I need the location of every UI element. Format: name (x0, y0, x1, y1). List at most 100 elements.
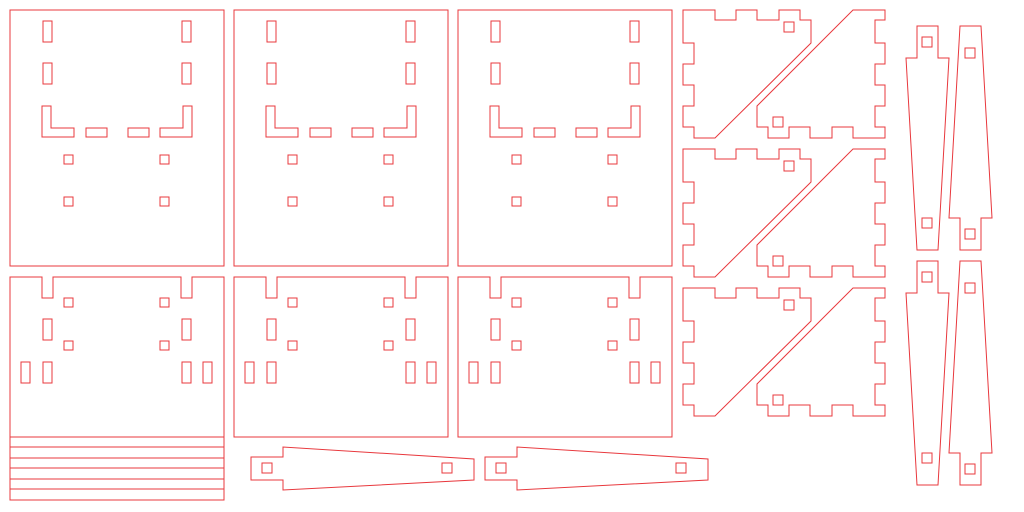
cut-hole (351, 127, 374, 138)
cut-outline (607, 105, 641, 138)
cut-outline (756, 287, 886, 417)
cut-hole (511, 340, 522, 351)
cut-hole (287, 297, 298, 308)
cut-hole (383, 154, 394, 165)
cut-hole (42, 318, 53, 341)
cut-hole (42, 361, 53, 384)
cut-outline (756, 148, 886, 278)
tapered-arm-vertical-3 (905, 260, 950, 486)
l-slot-right (159, 105, 193, 138)
cut-hole (63, 297, 74, 308)
cut-hole (629, 20, 640, 43)
cut-outline (383, 105, 417, 138)
cut-hole (383, 340, 394, 351)
cut-hole (607, 297, 618, 308)
triangle-pair-2 (682, 148, 886, 278)
cut-hole (675, 462, 687, 474)
divider-panel-1 (9, 276, 225, 501)
cut-hole (921, 36, 933, 48)
cut-hole (244, 361, 255, 384)
tapered-arm-vertical-1 (905, 25, 950, 251)
cut-hole (490, 62, 501, 85)
cut-outline (905, 260, 950, 486)
cut-hole (607, 196, 618, 207)
divider-panel-2 (233, 276, 449, 438)
cut-hole (287, 154, 298, 165)
triangle-pair-3 (682, 287, 886, 417)
triangle-pair-1 (682, 9, 886, 139)
cut-hole (629, 318, 640, 341)
cut-hole (261, 462, 273, 474)
cut-hole (607, 340, 618, 351)
cut-outline (233, 276, 449, 438)
cut-hole (607, 154, 618, 165)
slot-upper-left (42, 20, 53, 43)
cut-hole (405, 318, 416, 341)
l-slot-left (41, 105, 75, 138)
cut-hole (383, 297, 394, 308)
tapered-arm-vertical-2 (948, 25, 993, 251)
side-panel-2 (233, 9, 449, 267)
cut-hole (468, 361, 479, 384)
divider-panel-3 (457, 276, 673, 438)
cut-hole (772, 116, 784, 128)
cut-hole (426, 361, 437, 384)
side-panel-1 (9, 9, 225, 267)
square-hole (63, 154, 74, 165)
cut-hole (405, 62, 416, 85)
cut-outline (682, 148, 812, 278)
cut-outline (682, 9, 812, 139)
cut-hole (629, 361, 640, 384)
cut-hole (772, 255, 784, 267)
cut-outline (250, 446, 475, 491)
square-hole (63, 196, 74, 207)
cut-hole (511, 154, 522, 165)
cut-hole (159, 297, 170, 308)
cut-outline (9, 276, 225, 501)
cut-outline (756, 9, 886, 139)
cut-hole (490, 361, 501, 384)
cut-hole (921, 271, 933, 283)
cut-hole (266, 20, 277, 43)
cut-outline (484, 446, 709, 491)
cut-outline (948, 25, 993, 251)
cut-outline (948, 260, 993, 486)
cut-outline (457, 276, 673, 438)
cut-hole (964, 228, 976, 240)
cut-hole (490, 20, 501, 43)
cut-hole (266, 62, 277, 85)
cut-hole (20, 361, 31, 384)
cut-hole (964, 463, 976, 475)
cut-hole (783, 21, 795, 33)
cut-hole (309, 127, 332, 138)
tapered-arm-horizontal-2 (484, 446, 709, 491)
cut-hole (287, 196, 298, 207)
cut-hole (629, 62, 640, 85)
cut-hole (266, 318, 277, 341)
cut-hole (63, 340, 74, 351)
cut-outline (265, 105, 299, 138)
cut-hole (575, 127, 598, 138)
cut-hole (921, 452, 933, 464)
cut-hole (405, 361, 416, 384)
slot-mid-left (42, 62, 53, 85)
cut-hole (964, 47, 976, 59)
slot-bottom-right (127, 127, 150, 138)
strip-stack (10, 436, 224, 490)
tapered-arm-vertical-4 (948, 260, 993, 486)
square-hole (159, 154, 170, 165)
cut-outline (682, 287, 812, 417)
cut-hole (202, 361, 213, 384)
cut-outline (489, 105, 523, 138)
cut-hole (9, 9, 225, 267)
cut-hole (783, 299, 795, 311)
tapered-arm-horizontal-1 (250, 446, 475, 491)
cut-hole (405, 20, 416, 43)
cut-hole (441, 462, 453, 474)
cut-hole (457, 9, 673, 267)
cut-hole (533, 127, 556, 138)
cut-outline (905, 25, 950, 251)
cut-hole (511, 196, 522, 207)
cut-hole (783, 160, 795, 172)
